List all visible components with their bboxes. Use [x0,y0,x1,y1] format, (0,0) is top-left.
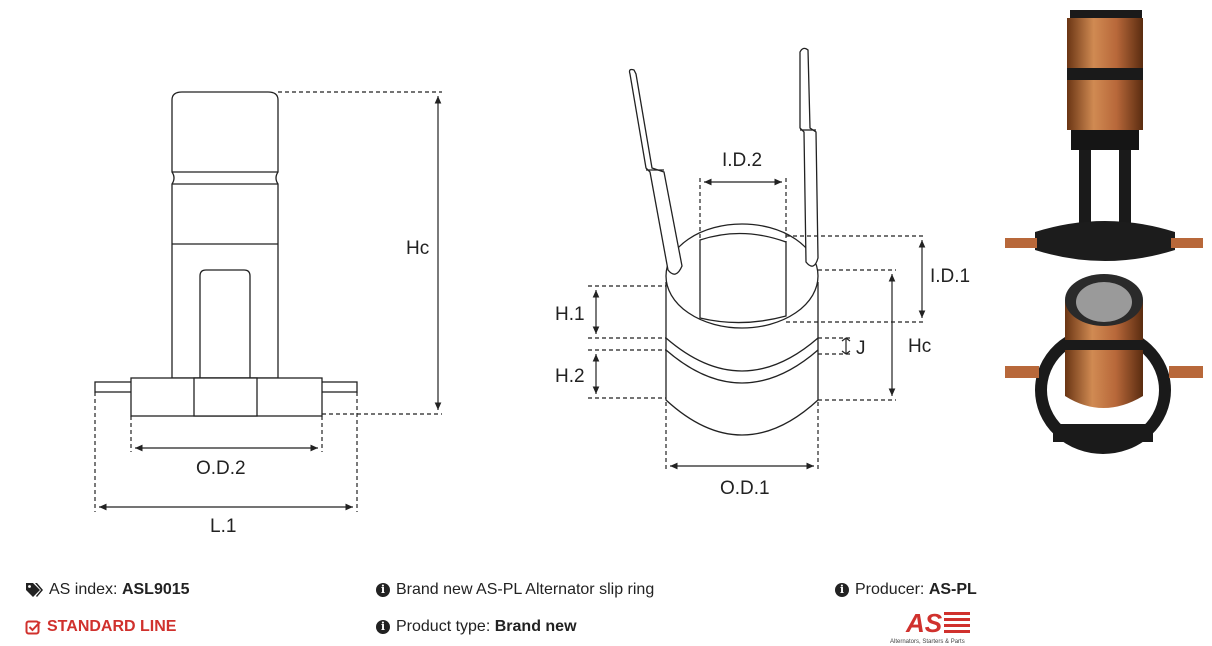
dim-label-h1: H.1 [555,304,585,325]
dim-label-id1: I.D.1 [930,266,970,287]
as-pl-logo: AS Alternators, Starters & Parts [890,608,970,645]
dim-label-hc-center: Hc [908,336,931,357]
center-dimensions [588,178,926,472]
info-icon: i [376,583,390,597]
left-dimensions [94,91,442,512]
dim-label-j: J [856,338,866,359]
as-index-value: ASL9015 [121,581,190,598]
info-icon: i [835,583,849,597]
info-icon: i [376,620,390,634]
tags-icon [25,582,43,598]
producer-value: AS-PL [928,581,977,598]
dim-label-od2: O.D.2 [196,458,246,479]
center-perspective-view [628,47,819,436]
description: i Brand new AS-PL Alternator slip ring [376,581,654,599]
product-type: i Product type: Brand new [376,618,577,636]
dim-label-h2: H.2 [555,366,585,387]
producer-label: Producer: [855,581,925,598]
product-type-label: Product type: [396,618,491,635]
dim-label-od1: O.D.1 [720,478,770,499]
product-type-value: Brand new [494,618,577,635]
standard-line-label: STANDARD LINE [47,618,177,635]
technical-drawings: Hc O.D.2 L.1 I.D.2 [94,47,970,537]
dim-label-id2: I.D.2 [722,150,762,171]
checkbox-icon [25,619,41,635]
product-photo [1005,10,1203,454]
svg-text:Alternators, Starters & Parts: Alternators, Starters & Parts [890,639,965,645]
description-text: Brand new AS-PL Alternator slip ring [396,581,655,598]
dim-label-l1: L.1 [210,516,236,537]
as-index: AS index: ASL9015 [25,581,190,599]
left-side-view [94,91,358,417]
dim-label-hc-left: Hc [406,238,429,259]
svg-text:AS: AS [905,608,943,638]
as-index-label: AS index: [49,581,118,598]
standard-line-badge: STANDARD LINE [25,618,176,636]
producer: i Producer: AS-PL [835,581,977,599]
